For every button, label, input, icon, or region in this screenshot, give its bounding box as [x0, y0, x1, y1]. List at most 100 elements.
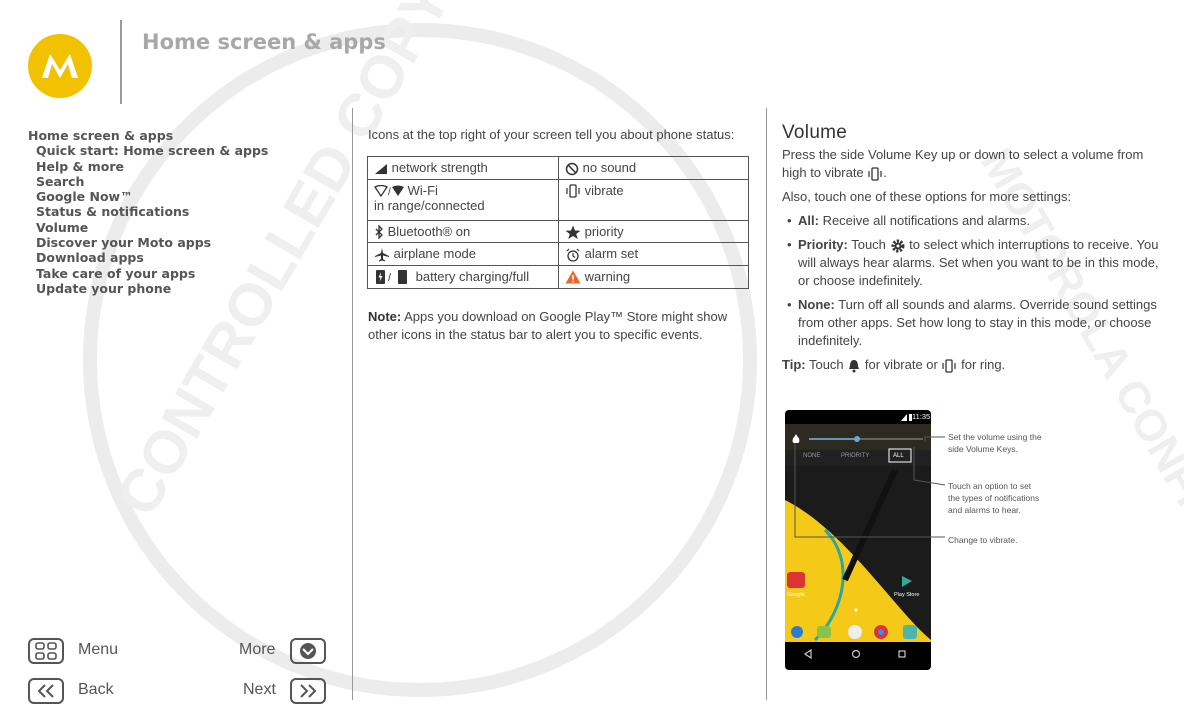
table-row: airplane mode alarm set: [367, 242, 749, 266]
section-heading: Volume: [782, 122, 848, 143]
callout-options: Touch an option to set the types of noti…: [948, 480, 1039, 516]
status-label: warning: [584, 268, 631, 284]
motorola-logo: [28, 34, 92, 98]
paragraph: Also, touch one of these options for mor…: [782, 189, 1072, 204]
bullet-text: Receive all notifications and alarms.: [818, 213, 1030, 228]
toc-item[interactable]: Help & more: [36, 158, 125, 174]
paragraph-text: .: [883, 165, 887, 180]
chevron-down-icon: [300, 643, 316, 659]
toc-item[interactable]: Discover your Moto apps: [36, 235, 212, 251]
grid-icon: [35, 642, 57, 660]
phone-screenshot: 11:35 NONE PRIORITY ALL Google Play Stor…: [785, 410, 931, 670]
star-icon: [565, 225, 581, 240]
page-title: Home screen & apps: [142, 30, 386, 54]
bell-icon: [849, 359, 860, 373]
status-intro: Icons at the top right of your screen te…: [368, 127, 735, 142]
toc-item[interactable]: Download apps: [36, 250, 144, 266]
bullet-text: Touch: [847, 237, 890, 252]
toc-item[interactable]: Volume: [36, 219, 89, 235]
toc-item[interactable]: Google Now™: [36, 189, 133, 205]
warning-icon: [565, 270, 581, 284]
toc-item[interactable]: Status & notifications: [36, 204, 190, 220]
option-all[interactable]: ALL: [893, 453, 904, 459]
toc-item[interactable]: Home screen & apps: [28, 128, 174, 143]
bullet-label: Priority:: [798, 237, 848, 252]
more-label[interactable]: More: [239, 641, 276, 658]
status-label: priority: [584, 223, 624, 239]
signal-icon: [375, 163, 387, 174]
callout-vibrate: Change to vibrate.: [948, 535, 1018, 545]
paragraph: Press the side Volume Key up or down to …: [782, 146, 1162, 182]
table-row: / battery charging/full warning: [367, 264, 749, 290]
gear-icon: [891, 239, 905, 253]
note-label: Note:: [368, 309, 402, 324]
apps-icon[interactable]: [848, 625, 862, 639]
status-label: alarm set: [584, 246, 639, 262]
svg-text:/: /: [388, 187, 391, 197]
callout-text: and alarms to hear.: [948, 505, 1021, 515]
list-item: All: Receive all notifications and alarm…: [782, 212, 1162, 230]
next-button[interactable]: [290, 678, 326, 704]
bullet-label: None:: [798, 297, 835, 312]
table-row: network strength no sound: [367, 156, 749, 180]
header-divider: [120, 20, 122, 104]
toc-item[interactable]: Search: [36, 173, 85, 189]
back-button[interactable]: [28, 678, 64, 704]
vibrate-icon: [868, 166, 882, 181]
bluetooth-icon: [375, 225, 383, 240]
status-label: no sound: [582, 160, 637, 175]
status-label: battery charging/full: [415, 268, 530, 284]
tip-text: Touch: [805, 357, 848, 372]
tip-text: for ring.: [957, 357, 1006, 372]
messages-icon[interactable]: [817, 626, 831, 638]
option-none[interactable]: NONE: [803, 453, 821, 459]
back-label[interactable]: Back: [78, 681, 114, 698]
status-label: airplane mode: [393, 246, 477, 262]
status-label: vibrate: [584, 182, 624, 198]
bullet-text: to select which interruptions to receive…: [798, 237, 1159, 288]
more-button[interactable]: [290, 638, 326, 664]
status-label: network strength: [391, 160, 488, 175]
table-of-contents: Home screen & apps Quick start: Home scr…: [28, 128, 268, 296]
callout-text: side Volume Keys.: [948, 444, 1018, 454]
status-label: in range/connected: [374, 197, 485, 213]
list-item: Priority: Touch to select which interrup…: [782, 236, 1162, 290]
double-chevron-left-icon: [37, 684, 54, 698]
gmail-icon[interactable]: [787, 572, 805, 588]
callout-text: the types of notifications: [948, 493, 1040, 503]
wifi-icon: /: [374, 185, 404, 198]
menu-button[interactable]: [28, 638, 64, 664]
column-divider: [766, 108, 767, 700]
tip-paragraph: Tip: Touch for vibrate or for ring.: [782, 356, 1162, 374]
menu-label[interactable]: Menu: [78, 641, 119, 658]
table-row: / Wi-Fi in range/connected vibrate: [367, 178, 749, 221]
phone-icon[interactable]: [791, 626, 803, 638]
play-store-icon[interactable]: [902, 576, 912, 587]
column-divider: [352, 108, 353, 700]
status-icons-table: network strength no sound / Wi-Fi in ran…: [367, 156, 749, 290]
option-priority[interactable]: PRIORITY: [841, 453, 870, 459]
callout-lines: [794, 436, 946, 538]
callout-text: Touch an option to set: [948, 481, 1032, 491]
list-item: None: Turn off all sounds and alarms. Ov…: [782, 296, 1162, 350]
vibrate-icon: [942, 358, 957, 373]
tip-label: Tip:: [782, 357, 806, 372]
toc-item[interactable]: Update your phone: [36, 280, 172, 296]
tip-text: for vibrate or: [861, 357, 942, 372]
note-text: Apps you download on Google Play™ Store …: [368, 309, 728, 342]
app-label: Play Store: [894, 592, 920, 598]
app-label: Google: [787, 592, 805, 598]
bell-icon[interactable]: [792, 434, 800, 444]
paragraph-text: Press the side Volume Key up or down to …: [782, 147, 1144, 180]
volume-section: Volume Press the side Volume Key up or d…: [782, 122, 1162, 380]
options-list: All: Receive all notifications and alarm…: [782, 212, 1162, 350]
table-row: Bluetooth® on priority: [367, 219, 749, 244]
bullet-label: All:: [798, 213, 819, 228]
callout-volume: Set the volume using the side Volume Key…: [948, 431, 1042, 455]
camera-icon[interactable]: [903, 625, 917, 639]
toc-item[interactable]: Take care of your apps: [36, 265, 196, 281]
callout-text: Set the volume using the: [948, 432, 1042, 442]
next-label[interactable]: Next: [243, 681, 276, 698]
status-label: Wi-Fi: [407, 182, 438, 198]
toc-item[interactable]: Quick start: Home screen & apps: [36, 143, 269, 159]
